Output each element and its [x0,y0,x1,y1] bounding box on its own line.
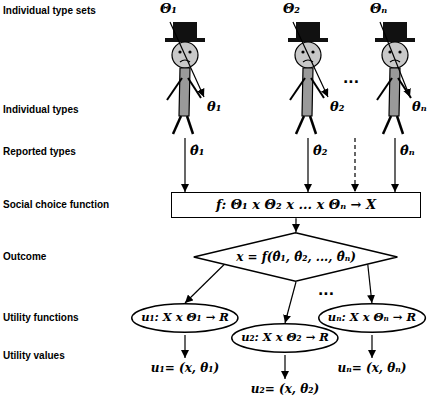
flow-arrow [185,265,224,304]
flow-arrow [368,265,372,304]
agent-figure [375,22,415,134]
row-label: Outcome [3,251,46,263]
utility-value: u₂= (x, θ₂) [251,382,319,396]
type-set-label: Θₙ [370,1,387,17]
row-label: Social choice function [3,199,109,211]
utility-ellipse: uₙ: X x Θₙ → R [318,303,426,333]
type-arrow [380,22,410,97]
ellipse-shape [232,324,338,353]
row-label: Utility functions [3,312,79,324]
report-arrow-dashed [354,138,355,192]
type-set-label: Θ₁ [160,1,177,17]
report-arrow [184,138,185,192]
type-label: θ₂ [330,99,344,115]
value-arrow [284,355,285,379]
utility-value: u₁= (x, θ₁) [151,361,219,375]
reported-type-label: θ̂₂ [313,143,327,159]
value-arrow [371,335,372,358]
utility-ellipse: u₂: X x Θ₂ → R [231,323,339,353]
type-set-label: Θ₂ [283,1,300,17]
outcome-diamond: x = f(θ̂₁, θ̂₂, ..., θ̂ₙ) [193,232,398,282]
reported-type-label: θ̂₁ [190,143,204,159]
ellipse-shape [319,304,426,333]
node-text: f: Θ₁ x Θ₂ x ... x Θₙ → X [216,197,376,213]
agent-figure [288,22,328,134]
utility-ellipse: u₁: X x Θ₁ → R [131,303,239,333]
value-arrow [184,335,185,358]
ellipsis: ... [343,70,359,87]
node-text: u₁: X x Θ₁ → R [141,311,229,325]
row-label: Individual type sets [3,5,96,17]
node-text: u₂: X x Θ₂ → R [241,331,329,345]
type-label: θₙ [412,99,427,115]
node-text: x = f(θ̂₁, θ̂₂, ..., θ̂ₙ) [236,250,356,264]
row-label: Individual types [3,104,79,116]
utility-value: uₙ= (x, θₙ) [338,361,407,375]
reported-type-label: θ̂ₙ [400,143,415,159]
node-text: uₙ: X x Θₙ → R [328,311,416,325]
report-arrow [307,138,308,192]
type-arrow [293,22,328,97]
row-label: Reported types [3,146,76,158]
row-label: Utility values [3,350,65,362]
ellipsis: ... [318,282,334,299]
report-arrow [394,138,395,192]
type-arrow [170,22,204,97]
diamond-shape [194,233,398,282]
flow-arrow [295,218,296,232]
ellipse-shape [132,304,238,333]
social-choice-box: f: Θ₁ x Θ₂ x ... x Θₙ → X [171,192,421,219]
agent-figure [165,22,205,134]
flow-arrow [285,282,296,323]
type-label: θ₁ [207,99,221,115]
